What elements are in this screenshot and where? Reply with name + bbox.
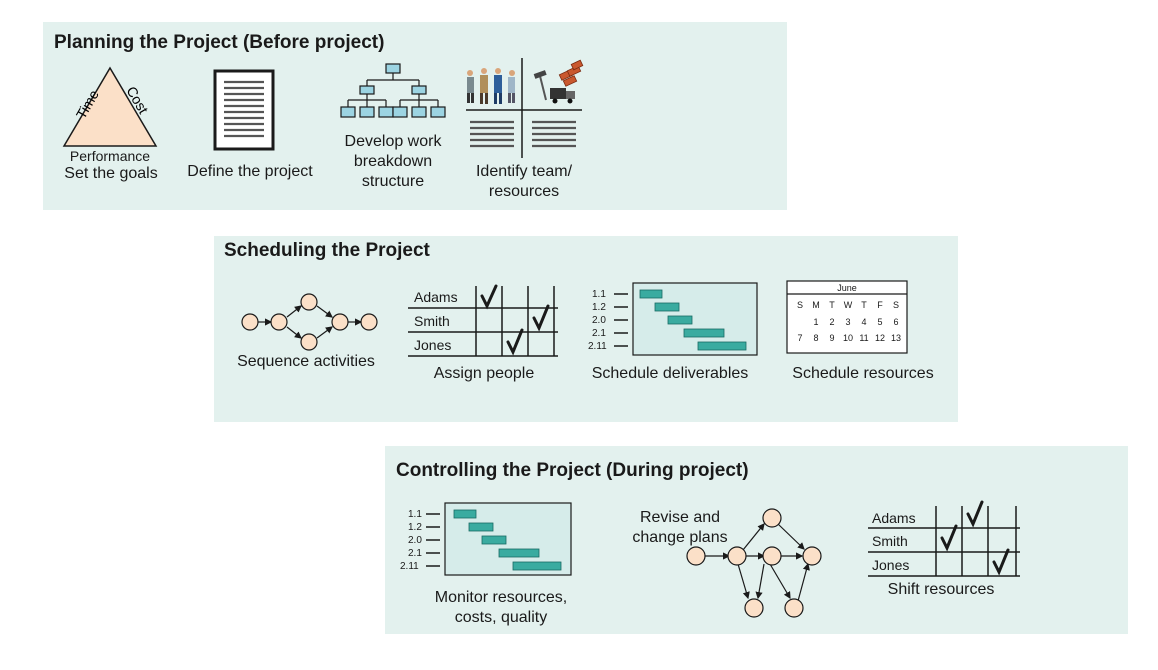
assign-people-grid: Adams Smith Jones [408,284,558,357]
caption-set-goals: Set the goals [64,165,158,182]
caption-team-line2: resources [488,183,560,200]
revised-network-icon [686,508,822,618]
gantt-label: 2.11 [588,341,607,352]
calendar-weekday: T [861,300,867,310]
gantt-label: 1.2 [592,302,606,313]
check-icon [966,500,984,528]
check-icon [992,548,1010,576]
caption-shift-resources: Shift resources [887,581,995,598]
person-name: Smith [872,533,908,549]
shift-resources-grid: Adams Smith Jones [868,500,1020,577]
calendar-month: June [837,283,857,293]
check-icon [940,524,958,552]
calendar-weekday: M [812,300,820,310]
calendar-weekday: W [844,300,853,310]
gantt-label: 1.1 [408,509,422,520]
calendar-day: 7 [797,333,802,343]
person-name: Jones [872,557,910,573]
caption-sequence-activities: Sequence activities [237,353,375,370]
gantt-label: 1.2 [408,522,422,533]
monitor-gantt-chart: 1.1 1.2 2.0 2.1 2.11 [400,502,572,576]
caption-revise-line2: change plans [632,529,728,546]
gantt-bar [498,548,540,558]
caption-monitor-line2: costs, quality [454,609,548,626]
calendar-day: 9 [829,333,834,343]
calendar-day: 5 [877,317,882,327]
caption-revise-line1: Revise and [639,509,721,526]
team-resources-icon [466,58,584,158]
calendar-day: 13 [891,333,901,343]
caption-schedule-deliverables: Schedule deliverables [591,365,749,382]
calendar-weekday: T [829,300,835,310]
calendar-day: 3 [845,317,850,327]
caption-schedule-resources: Schedule resources [792,365,934,382]
caption-wbs-line2: breakdown [353,153,433,170]
deliverables-gantt-chart: 1.1 1.2 2.0 2.1 2.11 [588,282,758,356]
caption-wbs-line1: Develop work [344,133,442,150]
time-cost-performance-triangle: Time Cost [62,66,158,147]
person-name: Adams [872,510,916,526]
gantt-label: 1.1 [592,289,606,300]
gantt-label: 2.11 [400,561,419,572]
person-name: Smith [414,313,450,329]
check-icon [506,328,524,356]
gantt-bar [654,302,680,312]
gantt-bar [639,289,663,299]
gantt-label: 2.1 [592,328,606,339]
tools-truck-bricks-icon [533,59,584,104]
activity-network-icon [241,293,378,351]
calendar-day: 1 [813,317,818,327]
check-icon [480,284,498,310]
triangle-performance-label: Performance [69,148,151,164]
person-name: Adams [414,289,458,305]
calendar-icon: June S M T W T F S 1 2 3 4 5 6 7 8 9 10 … [786,280,908,354]
work-breakdown-structure-icon [340,63,446,118]
assign-grid-lines [408,284,558,357]
controlling-title: Controlling the Project (During project) [396,460,749,481]
gantt-bar [481,535,507,545]
gantt-bar [453,509,477,519]
people-icon [467,68,515,104]
shift-grid-lines [868,500,1020,577]
calendar-day: 4 [861,317,866,327]
calendar-day: 6 [893,317,898,327]
calendar-day: 11 [859,333,868,343]
gantt-label: 2.1 [408,548,422,559]
caption-team-line1: Identify team/ [475,163,573,180]
check-icon [532,304,550,332]
gantt-label: 2.0 [408,535,422,546]
calendar-day: 2 [829,317,834,327]
calendar-day: 8 [813,333,818,343]
caption-define-project: Define the project [187,163,313,180]
gantt-label: 2.0 [592,315,606,326]
caption-assign-people: Assign people [433,365,535,382]
person-name: Jones [414,337,452,353]
gantt-bar [512,561,562,571]
scheduling-title: Scheduling the Project [224,240,430,261]
gantt-bar [468,522,494,532]
calendar-day: 10 [843,333,853,343]
gantt-bar [667,315,693,325]
caption-monitor-line1: Monitor resources, [434,589,568,606]
calendar-weekday: S [893,300,899,310]
planning-title: Planning the Project (Before project) [54,32,385,53]
project-document-icon [213,69,275,151]
calendar-day: 12 [875,333,885,343]
gantt-bar [683,328,725,338]
caption-wbs-line3: structure [361,173,425,190]
gantt-bar [697,341,747,351]
calendar-weekday: S [797,300,803,310]
calendar-weekday: F [877,300,883,310]
